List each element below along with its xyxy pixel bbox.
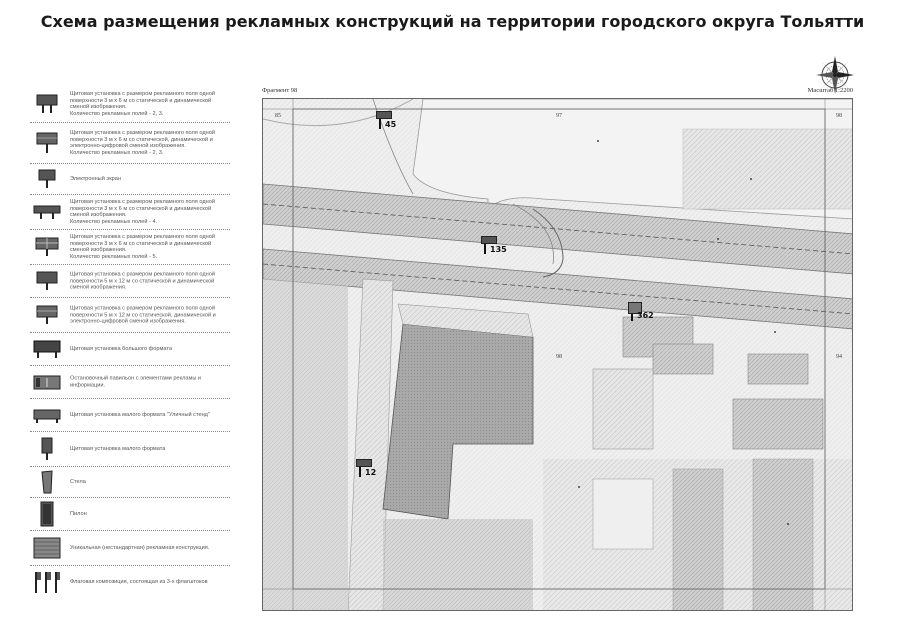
legend-item: Щитовая установка с размером рекламного … [30,265,230,298]
billboard-icon [628,302,642,314]
marker-pole [359,467,361,477]
legend-text: Щитовая установка с размером рекламного … [70,199,215,225]
legend-item: Щитовая установка с размером рекламного … [30,123,230,164]
legend-text: Остановочный павильон с элементами рекла… [70,375,202,389]
legend-text: Щитовая установка с размером рекламного … [70,305,216,325]
legend-text: Флаговая композиция, состоящая из 3-х фл… [70,578,208,585]
legend-item: Пилон [30,498,230,531]
map-legend: Щитовая установка с размером рекламного … [30,86,230,598]
billboard-icon [356,459,372,467]
legend-item: Уникальная (нестандартная) рекламная кон… [30,531,230,566]
flag-composition-icon [32,570,62,594]
billboard-large-double-icon [32,271,62,291]
billboard-large-digital-icon [32,305,62,325]
legend-text: Щитовая установка с размером рекламного … [70,234,215,260]
billboard-marker-45[interactable]: 45 [376,111,396,129]
legend-text: Стела [70,478,86,485]
marker-label: 12 [365,468,377,477]
marker-label: 45 [385,120,397,129]
billboard-marker-12[interactable]: 12 [356,459,376,477]
marker-label: 362 [637,311,654,320]
billboard-marker-135[interactable]: 135 [481,236,507,254]
legend-text: Щитовая установка с размером рекламного … [70,91,215,117]
marker-pole [484,244,486,254]
legend-text: Щитовая установка малого формата "Уличны… [70,411,210,418]
legend-item: Щитовая установка малого формата [30,432,230,467]
marker-pole [379,119,381,129]
unique-structure-icon [32,537,62,559]
legend-text: Щитовая установка с размером рекламного … [70,130,215,156]
legend-item: Щитовая установка с размером рекламного … [30,86,230,123]
stela-icon [32,470,62,494]
legend-item: Остановочный павильон с элементами рекла… [30,366,230,399]
billboard-icon [481,236,497,244]
legend-item: Щитовая установка с размером рекламного … [30,230,230,265]
grid-label-top-left: 85 [275,113,281,119]
legend-item: Щитовая установка малого формата "Уличны… [30,399,230,432]
map-frame: Фрагмент 98 Масштаб 1:2200 [262,87,853,611]
page-title: Схема размещения рекламных конструкций н… [40,12,865,31]
map-header: Фрагмент 98 Масштаб 1:2200 [262,87,853,97]
compass-rose-icon [816,56,854,94]
grid-label-top-right: 98 [836,113,842,119]
legend-item: Стела [30,467,230,498]
billboard-digital-icon [32,132,62,154]
legend-item: Электронный экран [30,164,230,195]
billboard-multi-icon [32,237,62,257]
legend-text: Щитовая установка с размером рекламного … [70,271,215,291]
street-stand-icon [32,407,62,423]
legend-item: Щитовая установка с размером рекламного … [30,195,230,230]
billboard-marker-362[interactable]: 362 [628,302,654,321]
grid-label-mid-right: 94 [836,354,842,360]
scale-label: Масштаб 1:2200 [807,87,853,94]
legend-item: Щитовая установка с размером рекламного … [30,298,230,333]
grid-label-top-mid: 97 [556,113,562,119]
legend-text: Щитовая установка малого формата [70,445,166,452]
map-drawing [263,99,852,610]
map-area[interactable]: 85 97 98 98 94 45 135 362 12 [262,98,853,611]
bus-stop-pavilion-icon [32,373,62,391]
legend-text: Электронный экран [70,175,121,182]
legend-text: Щитовая установка большого формата [70,345,172,352]
marker-pole [631,314,633,321]
grid-label-mid-center: 98 [556,354,562,360]
electronic-screen-icon [32,169,62,189]
fragment-label: Фрагмент 98 [262,87,298,94]
small-format-board-icon [32,437,62,461]
legend-text: Уникальная (нестандартная) рекламная кон… [70,544,210,551]
marker-label: 135 [490,245,507,254]
billboard-icon [376,111,392,119]
legend-text: Пилон [70,510,87,517]
legend-item: Флаговая композиция, состоящая из 3-х фл… [30,566,230,598]
pylon-icon [32,501,62,527]
billboard-wide-icon [32,204,62,220]
large-format-board-icon [32,339,62,359]
legend-item: Щитовая установка большого формата [30,333,230,366]
billboard-double-icon [32,94,62,114]
